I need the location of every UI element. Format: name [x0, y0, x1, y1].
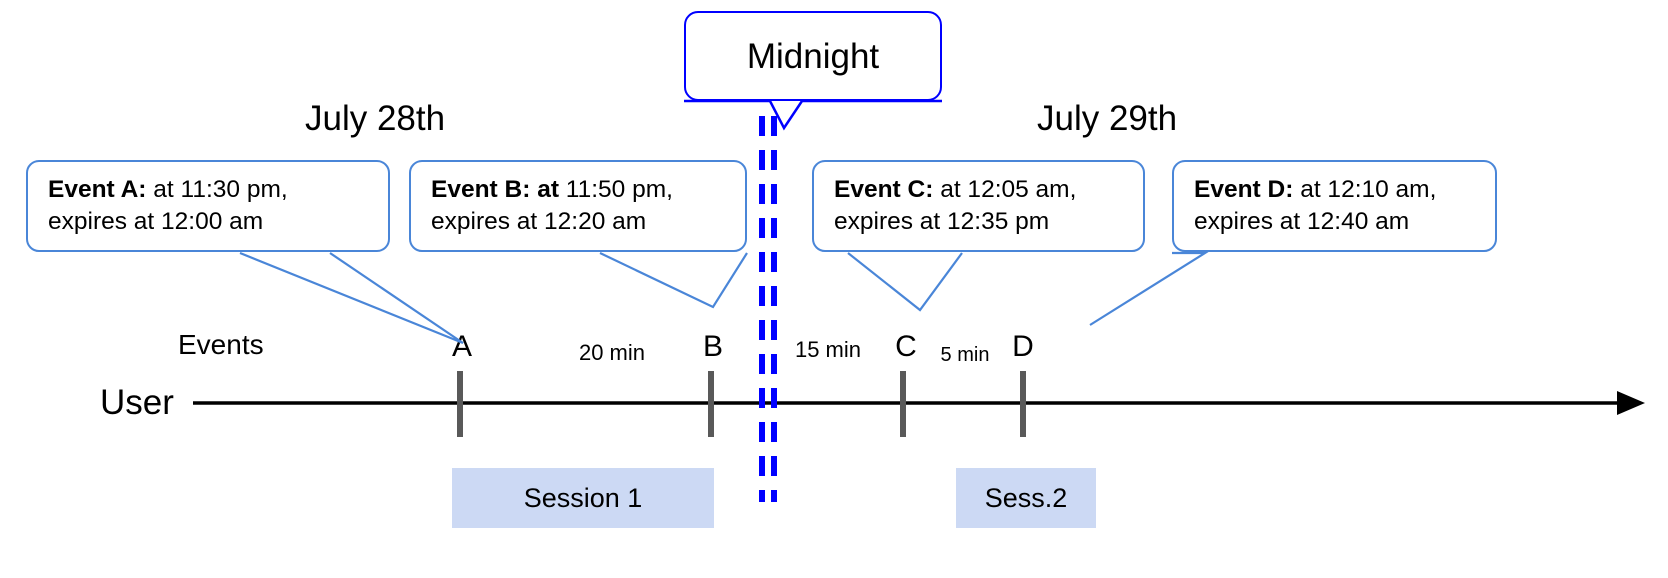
event-callout-c-line1-rest: at 12:05 am,: [933, 176, 1077, 203]
session-box-1: Session 1: [452, 468, 714, 528]
user-row-label: User: [100, 383, 174, 422]
event-callout-a-line2: expires at 12:00 am: [48, 208, 264, 236]
event-callout-d: Event D: at 12:10 am, expires at 12:40 a…: [1172, 160, 1497, 252]
event-callout-b-line2: expires at 12:20 am: [431, 208, 647, 236]
events-row-label: Events: [178, 329, 264, 360]
event-tick-label-a: A: [451, 330, 472, 363]
event-callout-d-line2: expires at 12:40 am: [1194, 208, 1410, 236]
midnight-callout: Midnight: [684, 11, 942, 101]
midnight-callout-tail: [684, 99, 942, 131]
date-label-july-28: July 28th: [305, 99, 446, 138]
event-tick-label-c: C: [895, 330, 917, 363]
interval-label-c-d: 5 min: [940, 344, 990, 366]
event-callout-c-line1: Event C: at 12:05 am,: [834, 174, 1127, 206]
session-box-2: Sess.2: [956, 468, 1096, 528]
event-tick-label-b: B: [702, 330, 723, 363]
event-callout-c: Event C: at 12:05 am, expires at 12:35 p…: [812, 160, 1145, 252]
event-callout-b-line1: Event B: at 11:50 pm,: [431, 174, 729, 206]
event-callout-d-line1-rest: at 12:10 am,: [1293, 176, 1437, 203]
event-callout-c-title: Event C:: [834, 176, 934, 203]
event-callout-d-line1: Event D: at 12:10 am,: [1194, 174, 1479, 206]
event-callout-a: Event A: at 11:30 pm, expires at 12:00 a…: [26, 160, 390, 252]
session-box-2-label: Sess.2: [984, 482, 1068, 513]
event-callout-d-title: Event D:: [1194, 176, 1294, 203]
midnight-label: Midnight: [746, 36, 880, 76]
interval-label-a-b: 20 min: [578, 340, 646, 365]
interval-label-b-c: 15 min: [794, 337, 862, 362]
event-callout-a-title: Event A:: [48, 176, 147, 203]
event-tick-label-d: D: [1012, 330, 1034, 363]
date-label-july-29: July 29th: [1037, 99, 1178, 138]
event-callout-c-line2: expires at 12:35 pm: [834, 208, 1050, 236]
event-callout-b-title: Event B:: [431, 176, 531, 203]
event-callout-b: Event B: at 11:50 pm, expires at 12:20 a…: [409, 160, 747, 252]
event-callout-b-title-extra: at: [530, 176, 559, 203]
event-callout-b-line1-rest: 11:50 pm,: [558, 176, 673, 203]
session-box-1-label: Session 1: [523, 482, 643, 513]
event-callout-a-line1-rest: at 11:30 pm,: [146, 176, 288, 203]
event-callout-a-line1: Event A: at 11:30 pm,: [48, 174, 372, 206]
midnight-boundary-dashed-line: [759, 116, 777, 502]
